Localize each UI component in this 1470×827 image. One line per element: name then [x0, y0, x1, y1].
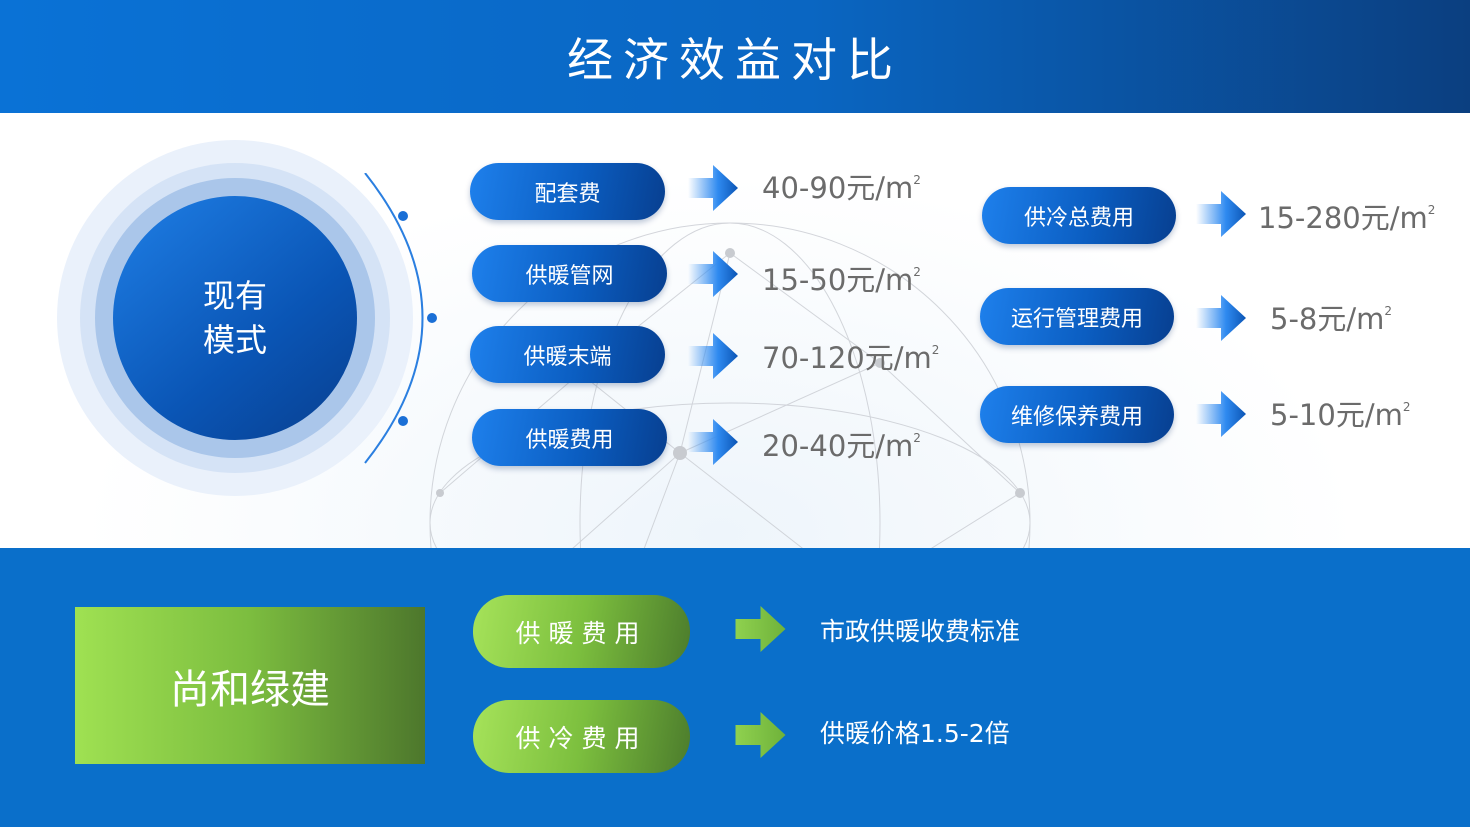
current-mode-label-2: 模式	[202, 321, 267, 359]
arrow-right-icon	[735, 712, 786, 758]
item-value: 40-90元/m2	[762, 171, 921, 205]
arrow-right-icon	[1196, 391, 1246, 437]
green-pill-cooling: 供冷费用	[473, 700, 690, 773]
item-pill-peitao: 配套费	[470, 163, 665, 220]
item-value: 15-280元/m2	[1258, 201, 1436, 235]
arrow-right-icon	[688, 251, 738, 297]
arrow-right-icon	[735, 606, 786, 652]
green-pill-heating: 供暖费用	[473, 595, 690, 668]
item-pill-maintenance: 维修保养费用	[980, 386, 1174, 443]
item-label: 维修保养费用	[1010, 404, 1143, 430]
item-label: 供暖费用	[525, 427, 614, 453]
current-mode-section: 现有 模式 配套费 供暖管网 供暖末端 供暖费用 40-90元/m2 15-50…	[0, 113, 1470, 548]
arrow-right-icon	[688, 165, 738, 211]
item-pill-operation: 运行管理费用	[980, 288, 1174, 345]
item-value: 70-120元/m2	[762, 341, 940, 375]
item-label: 运行管理费用	[1010, 306, 1143, 332]
item-value: 5-8元/m2	[1270, 302, 1393, 336]
arc-connector	[364, 173, 437, 464]
item-label: 供暖费用	[515, 618, 648, 648]
current-mode-circle: 现有 模式	[113, 196, 357, 440]
current-mode-label-1: 现有	[202, 277, 267, 315]
arrow-right-icon	[1196, 295, 1246, 341]
item-label: 配套费	[534, 181, 601, 207]
item-pill-heating-network: 供暖管网	[472, 245, 667, 302]
item-value: 5-10元/m2	[1270, 398, 1411, 432]
item-label: 供冷费用	[515, 723, 648, 753]
item-value: 供暖价格1.5-2倍	[820, 719, 1010, 748]
shanghe-section: 尚和绿建 供暖费用 供冷费用 市政供暖收费标准 供暖价格1.5-2倍	[0, 548, 1470, 827]
item-label: 供暖末端	[523, 344, 612, 370]
item-pill-heating-cost: 供暖费用	[472, 409, 667, 466]
shanghe-label-box: 尚和绿建	[75, 607, 425, 764]
item-value: 15-50元/m2	[762, 263, 921, 297]
item-value: 市政供暖收费标准	[820, 617, 1021, 646]
arrow-right-icon	[1196, 191, 1246, 237]
item-pill-cooling-total: 供冷总费用	[982, 187, 1176, 244]
arrow-right-icon	[688, 419, 738, 465]
item-value: 20-40元/m2	[762, 429, 921, 463]
item-label: 供冷总费用	[1023, 205, 1134, 231]
shanghe-label: 尚和绿建	[170, 666, 330, 713]
item-pill-heating-terminal: 供暖末端	[470, 326, 665, 383]
arrow-right-icon	[688, 333, 738, 379]
page-title: 经济效益对比	[567, 32, 903, 87]
item-label: 供暖管网	[525, 263, 614, 289]
title-bar: 经济效益对比	[0, 0, 1470, 113]
